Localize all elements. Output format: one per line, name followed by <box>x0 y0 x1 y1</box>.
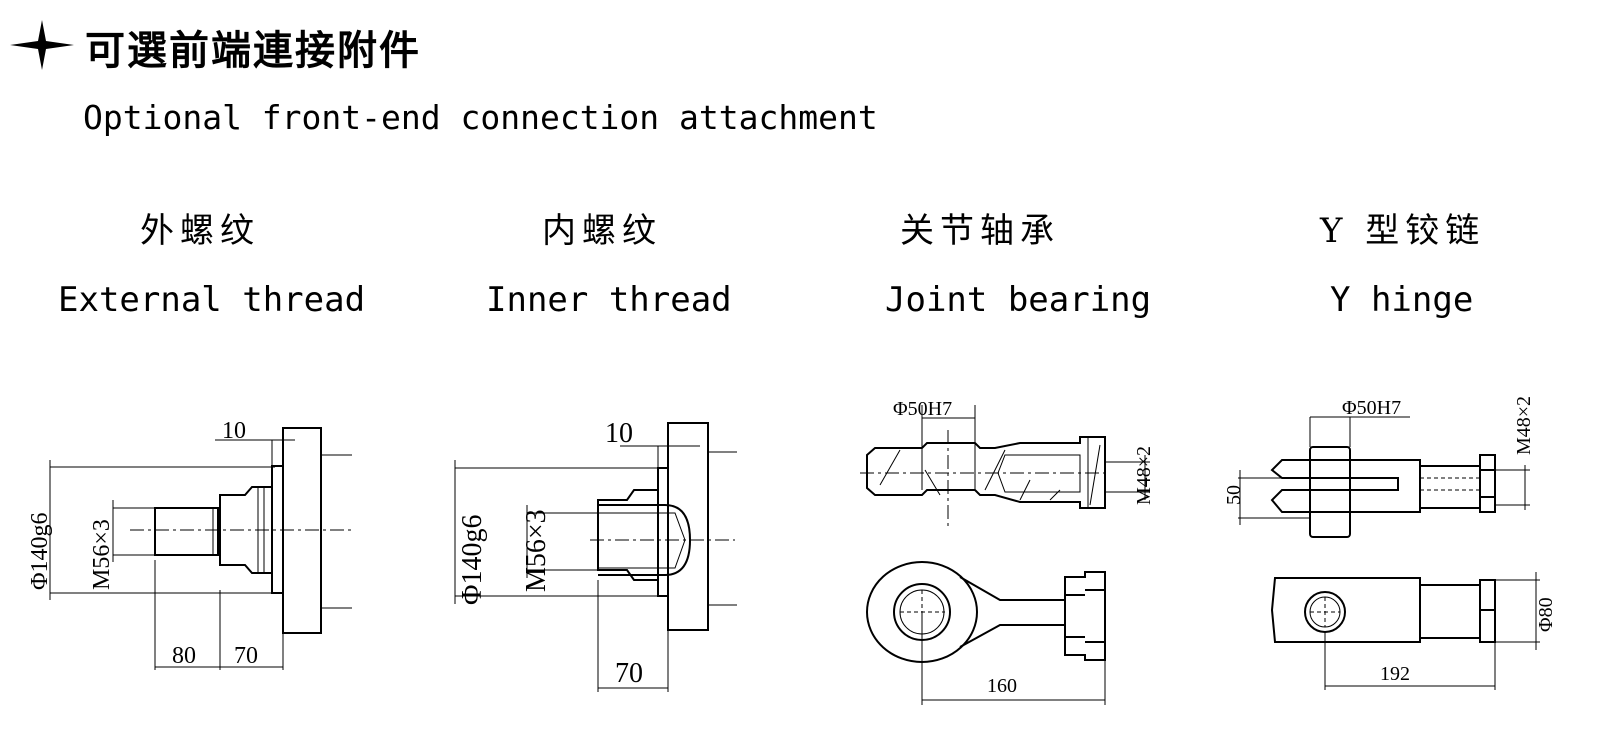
hinge-dia-dim: Φ80 <box>1535 597 1557 632</box>
joint-bearing-title-cn: 关节轴承 <box>900 211 1060 251</box>
inner-step-dim: 10 <box>605 418 633 449</box>
inner-thread-dim: M56×3 <box>521 509 552 592</box>
inner-flange-dim: Φ140g6 <box>457 515 488 605</box>
hinge-thread-dim: M48×2 <box>1513 396 1535 455</box>
joint-len-dim: 160 <box>987 675 1017 697</box>
inner-thread-title-en: Inner thread <box>486 280 732 320</box>
hinge-gap-dim: 50 <box>1223 485 1245 505</box>
page-title: 可選前端連接附件 <box>85 27 421 74</box>
external-thread-dim: M56×3 <box>89 519 115 590</box>
joint-bearing-drawing: Φ50H7 M48×2 160 <box>860 398 1155 705</box>
external-len2-dim: 70 <box>234 643 258 669</box>
y-hinge-drawing: Φ50H7 M48×2 50 Φ80 192 <box>1223 396 1557 690</box>
external-thread-title-cn: 外螺纹 <box>140 211 260 251</box>
hinge-bore-dim: Φ50H7 <box>1342 397 1401 419</box>
joint-thread-dim: M48×2 <box>1133 446 1155 505</box>
external-flange-dim: Φ140g6 <box>27 512 53 590</box>
inner-len-dim: 70 <box>615 658 643 689</box>
page-subtitle: Optional front-end connection attachment <box>83 98 878 137</box>
external-thread-title-en: External thread <box>58 280 366 320</box>
joint-bearing-title-en: Joint bearing <box>885 280 1152 320</box>
external-step-dim: 10 <box>222 418 246 444</box>
inner-thread-title-cn: 内螺纹 <box>542 211 662 251</box>
external-len1-dim: 80 <box>172 643 196 669</box>
hinge-len-dim: 192 <box>1380 663 1410 685</box>
inner-thread-drawing: Φ140g6 M56×3 10 70 <box>454 418 737 692</box>
star-bullet-icon <box>10 20 74 70</box>
external-thread-drawing: Φ140g6 M56×3 10 80 70 <box>27 418 352 670</box>
joint-bore-dim: Φ50H7 <box>893 398 952 420</box>
y-hinge-title-cn: Y 型铰链 <box>1320 211 1486 251</box>
y-hinge-title-en: Y hinge <box>1330 280 1474 320</box>
